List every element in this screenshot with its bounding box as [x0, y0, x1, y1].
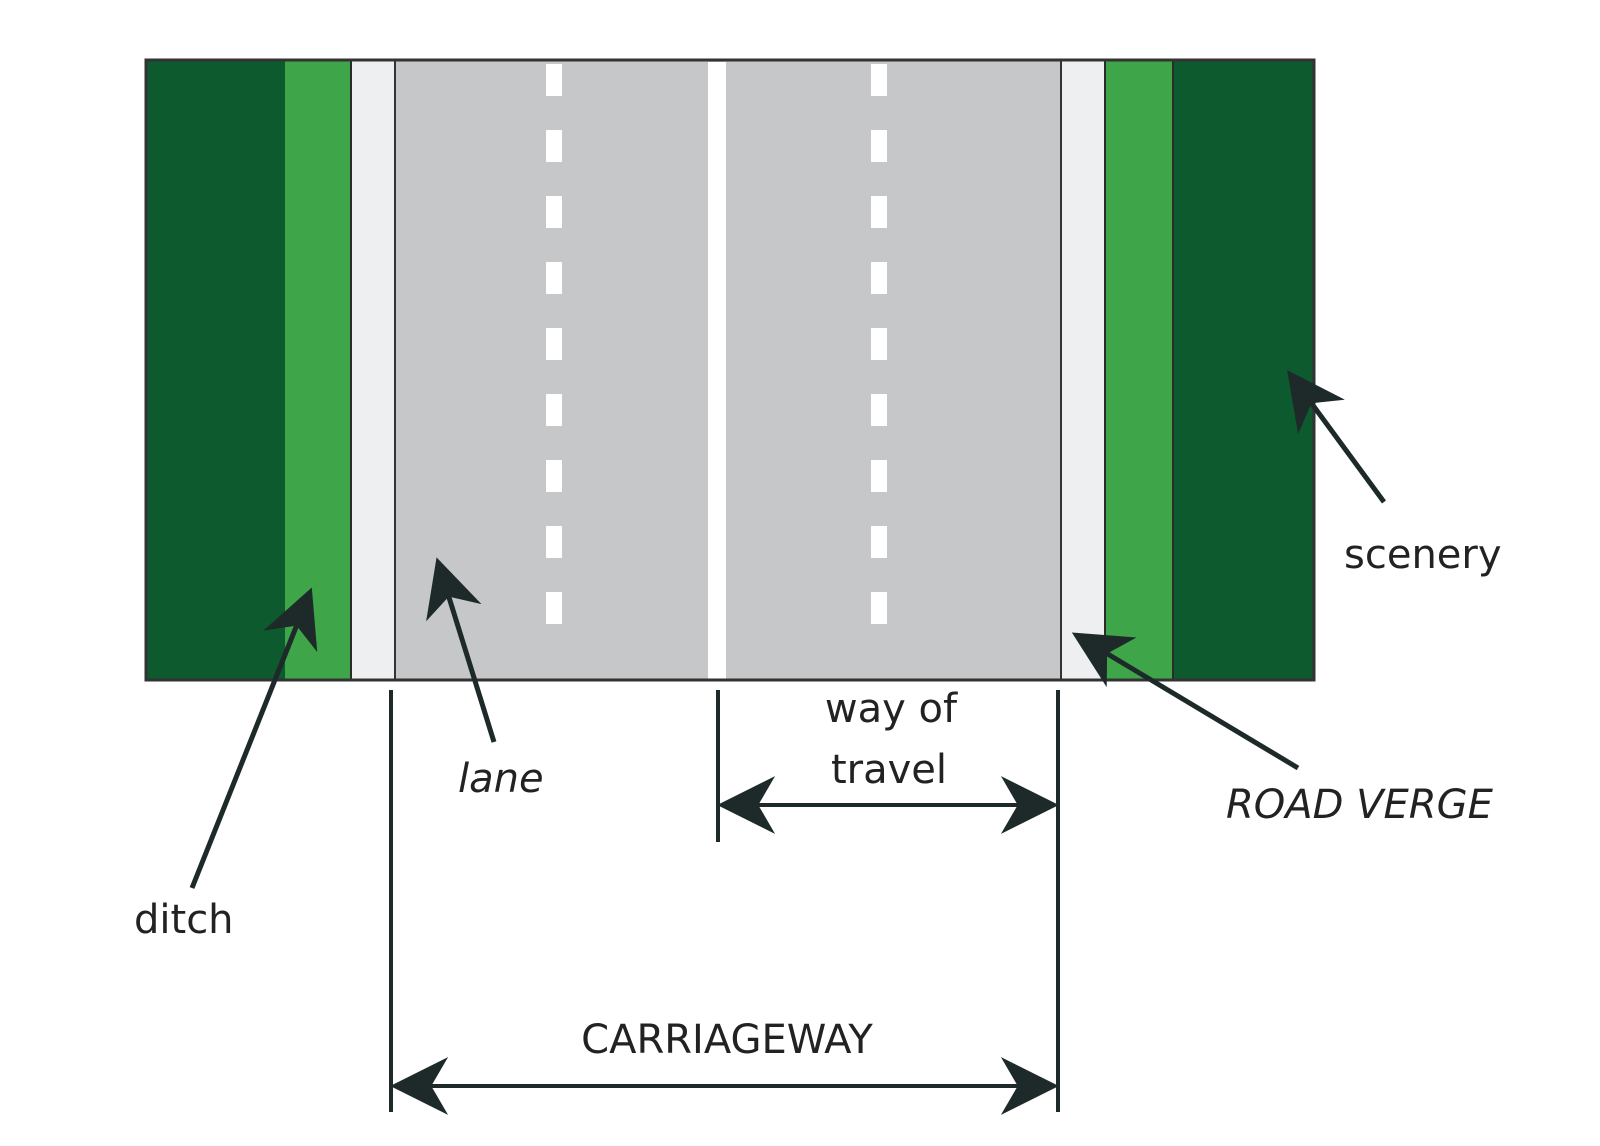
- dimension-lines: [389, 690, 1060, 1115]
- way-of-travel-label-line2: travel: [831, 747, 947, 793]
- centre-line: [708, 62, 726, 680]
- scenery-pointer-arrow: [1287, 370, 1387, 504]
- pointer-arrows: [189, 370, 1387, 889]
- labels: scenery ROAD VERGE way of travel lane di…: [134, 532, 1502, 1063]
- ditch-label: ditch: [134, 897, 234, 943]
- plan-outline: [144, 58, 1316, 682]
- carriageway-label: CARRIAGEWAY: [581, 1017, 873, 1063]
- ditch-right: [1105, 60, 1173, 680]
- verge-right: [1061, 60, 1105, 680]
- ditch-pointer-arrow: [189, 587, 318, 889]
- lane-label: lane: [458, 756, 544, 802]
- road-plan: [144, 58, 1316, 682]
- lane-pointer-arrow: [426, 557, 497, 743]
- way-of-travel-label-line1: way of: [825, 686, 958, 732]
- verge-left: [351, 60, 395, 680]
- carriageway-surface: [395, 60, 1061, 680]
- ditch-left: [285, 60, 351, 680]
- scenery-label: scenery: [1344, 532, 1502, 578]
- road-verge-pointer-arrow: [1071, 632, 1300, 771]
- road-verge-label: ROAD VERGE: [1226, 782, 1494, 828]
- scenery-right: [1173, 60, 1314, 680]
- scenery-left: [146, 60, 285, 680]
